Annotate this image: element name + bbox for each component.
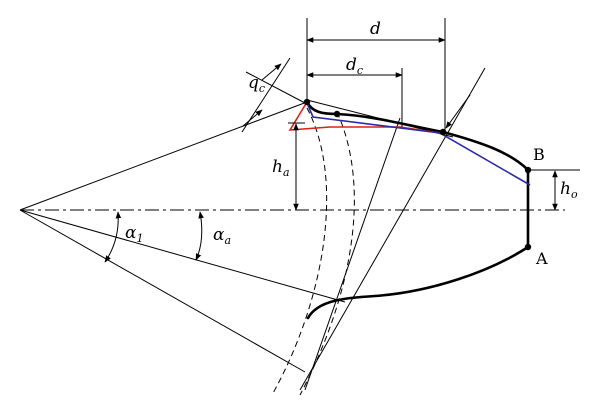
point-a: [524, 243, 532, 251]
label-qc: qc: [248, 73, 265, 95]
label-alpha-1-sub: 1: [136, 232, 143, 245]
qc-arrow: [261, 63, 282, 81]
label-point-a: A: [535, 249, 548, 268]
point-b: [524, 166, 532, 174]
upper-ray: [19, 101, 308, 211]
label-ha: ha: [272, 157, 290, 179]
label-dc-sub: c: [357, 64, 363, 77]
point-tip: [303, 98, 311, 106]
qc-ext-1: [245, 71, 306, 104]
ray-alpha-1: [19, 209, 306, 373]
label-qc-main: q: [248, 73, 259, 93]
point-tangent: [333, 110, 341, 118]
label-qc-sub: c: [259, 82, 265, 95]
arc-alpha-1: [104, 211, 122, 263]
point-contact: [439, 128, 447, 136]
qc-arrow-2: [242, 109, 263, 127]
label-dc: dc: [346, 55, 363, 77]
arc-alpha-a: [195, 211, 204, 261]
contact-arrow: [445, 94, 471, 129]
label-ha-main: h: [272, 157, 283, 177]
label-d: d: [370, 19, 381, 39]
dashed-arc-outer: [271, 107, 328, 396]
ray-alpha-a: [19, 209, 346, 303]
label-alpha-1-main: α: [125, 223, 137, 243]
long-line-2: [299, 67, 486, 391]
label-ho-main: h: [560, 179, 571, 199]
label-alpha-a-main: α: [213, 225, 225, 245]
label-ho-sub: o: [571, 188, 578, 201]
lower-profile-curve: [306, 245, 530, 320]
label-dc-main: d: [346, 55, 357, 75]
long-line-1: [304, 117, 401, 391]
dashed-arc-inner: [299, 111, 355, 396]
label-alpha-a: αa: [213, 225, 231, 247]
blue-profile: [306, 102, 531, 186]
label-ho: ho: [560, 179, 578, 201]
upper-profile-curve: [305, 100, 530, 172]
label-ha-sub: a: [283, 166, 290, 179]
label-point-b: B: [533, 145, 545, 164]
label-alpha-1: α1: [125, 223, 143, 245]
label-alpha-a-sub: a: [224, 234, 231, 247]
